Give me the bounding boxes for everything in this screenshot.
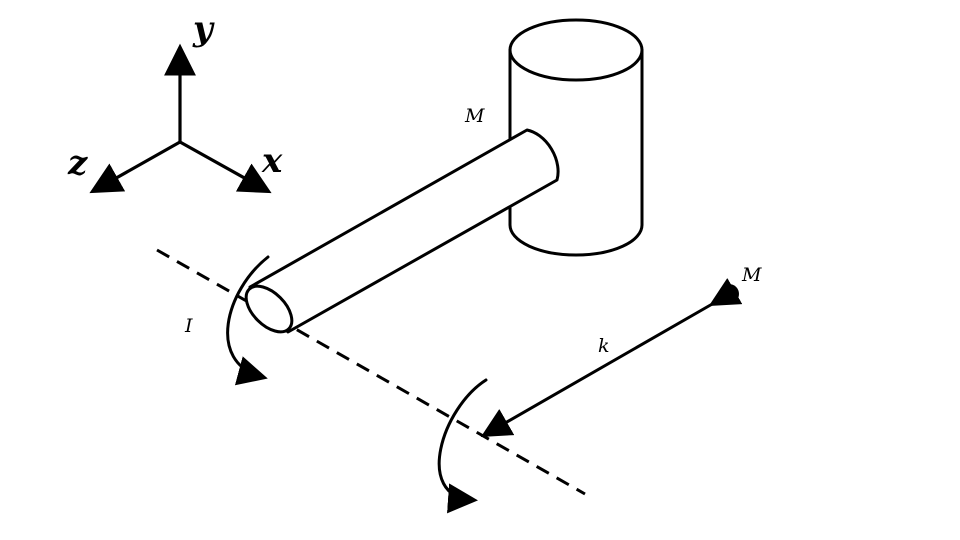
rod-end-ellipse	[244, 284, 294, 334]
point-mass-dot	[719, 284, 739, 304]
radius-of-gyration-label: k	[598, 335, 610, 357]
rotation-arrow-pivot	[226, 255, 270, 386]
z-axis-arrow	[89, 140, 182, 194]
z-axis-label: z	[67, 143, 88, 183]
cylinder-top-ellipse	[508, 18, 644, 82]
moment-of-inertia-label: I	[184, 315, 193, 337]
cylinder-side-outline	[508, 48, 644, 257]
point-mass-label: M	[741, 264, 762, 286]
radius-of-gyration-arrow	[480, 278, 743, 437]
rotation-arrow-equivalent	[437, 378, 488, 514]
rotation-axis-dashed-line	[156, 248, 586, 496]
x-axis-label: x	[261, 141, 283, 181]
rod	[244, 128, 560, 334]
y-axis-label: y	[192, 9, 215, 49]
body-mass-label: M	[464, 105, 485, 127]
rod-body	[248, 128, 560, 334]
x-axis-arrow	[178, 140, 272, 194]
coordinate-axes: y z x	[67, 9, 283, 194]
cylinder-mass-body	[508, 18, 644, 257]
